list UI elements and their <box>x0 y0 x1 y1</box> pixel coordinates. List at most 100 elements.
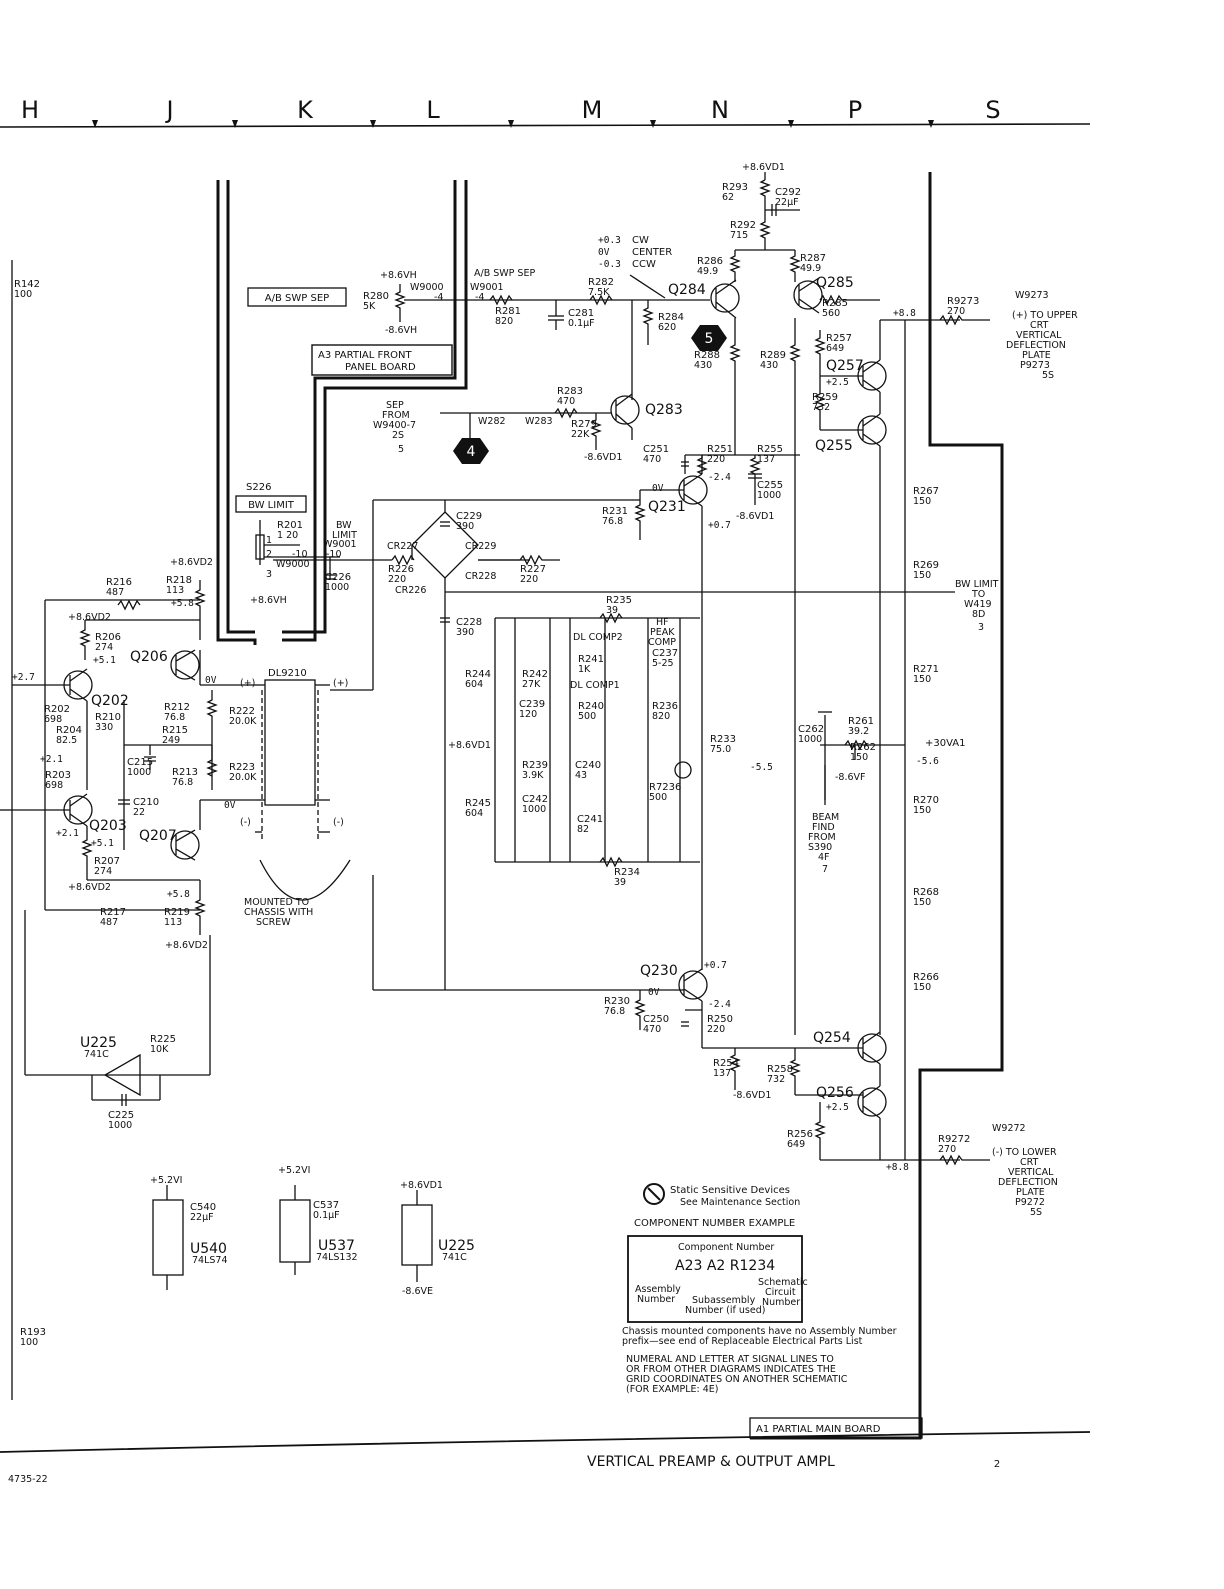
voltage-p51: +5.1 <box>93 655 116 666</box>
ic-u225-type: 741C <box>84 1049 109 1060</box>
component-r267-ref: R267 <box>913 486 939 497</box>
grid-column-s: S <box>985 96 1000 124</box>
component-r281-value: 820 <box>495 316 513 327</box>
pot-label-ccw: CCW <box>632 259 656 270</box>
signal-mounted-2: CHASSIS WITH <box>244 907 313 918</box>
signal-bwlim-1: BW LIMIT <box>955 579 999 590</box>
component-r230-value: 76.8 <box>604 1006 625 1017</box>
component-r239-value: 3.9K <box>522 770 544 781</box>
signal-bwlim-5: 3 <box>978 622 984 633</box>
transistor-q202: Q202 <box>91 693 129 709</box>
legend-schem-2: Circuit <box>765 1287 796 1298</box>
component-r258-value: 732 <box>767 1074 785 1085</box>
component-r240-value: 500 <box>578 711 596 722</box>
component-c229-ref: C229 <box>456 511 482 522</box>
signal-upper-1: (+) TO UPPER <box>1012 310 1078 321</box>
component-r262-value: 150 <box>850 752 868 763</box>
voltage-p21: +2.1 <box>40 754 63 765</box>
signal-lower-6: P9272 <box>1015 1197 1045 1208</box>
wire-w9000: W9000 <box>410 282 444 293</box>
transistor-q256: Q256 <box>816 1085 854 1101</box>
signal-mounted-3: SCREW <box>256 917 291 928</box>
component-r206-ref: R206 <box>95 632 121 643</box>
component-r261-value: 39.2 <box>848 726 869 737</box>
pin-m10b: -10 <box>326 549 342 560</box>
component-r212-value: 76.8 <box>164 712 185 723</box>
component-r280-ref: R280 <box>363 291 389 302</box>
legend-chassis-2: prefix—see end of Replaceable Electrical… <box>622 1336 863 1347</box>
signal-plus-2: (+) <box>333 678 348 689</box>
component-c229-value: 390 <box>456 521 474 532</box>
rail-v86-d1-2: +8.6VD1 <box>448 740 491 751</box>
voltage-p88b: +8.8 <box>886 1162 909 1173</box>
component-r223-ref: R223 <box>229 762 255 773</box>
transistor-q206: Q206 <box>130 649 168 665</box>
component-r287-ref: R287 <box>800 253 826 264</box>
signal-bw-2: LIMIT <box>332 530 357 541</box>
wire-w282: W282 <box>478 416 506 427</box>
voltage-p58a: +5.8 <box>171 598 194 609</box>
component-r244-ref: R244 <box>465 669 491 680</box>
component-r254-ref: R254 <box>713 1058 739 1069</box>
signal-upper-4: DEFLECTION <box>1006 340 1066 351</box>
component-r255-value: 137 <box>757 454 775 465</box>
rail-v86-d2: +8.6VD2 <box>170 557 213 568</box>
component-r225-ref: R225 <box>150 1034 176 1045</box>
component-r215-value: 249 <box>162 735 180 746</box>
component-r204-value: 82.5 <box>56 735 77 746</box>
pot-label-cw: CW <box>632 235 649 246</box>
signal-sep-2: FROM <box>382 410 410 421</box>
signal-lower-3: VERTICAL <box>1008 1167 1054 1178</box>
component-r217-ref: R217 <box>100 907 126 918</box>
component-r244-value: 604 <box>465 679 483 690</box>
signal-sep-4: 2S <box>392 430 404 441</box>
component-r201-value: 1 20 <box>277 530 298 541</box>
component-r289-value: 430 <box>760 360 778 371</box>
legend-example-title: COMPONENT NUMBER EXAMPLE <box>634 1218 795 1229</box>
rail-m86-d1: -8.6VD1 <box>584 452 622 463</box>
component-r193-ref: R193 <box>20 1327 46 1338</box>
signal-minus: (-) <box>240 817 251 828</box>
ic-u225: U225 <box>80 1035 117 1051</box>
component-r9272-value: 270 <box>938 1144 956 1155</box>
component-r7236-value: 500 <box>649 792 667 803</box>
component-c225-value: 1000 <box>108 1120 132 1131</box>
signal-bw-1: BW <box>336 520 352 531</box>
component-r245-ref: R245 <box>465 798 491 809</box>
doc-code: 4735-22 <box>8 1474 48 1485</box>
legend-numeral-4: (FOR EXAMPLE: 4E) <box>626 1384 718 1395</box>
component-r234-value: 39 <box>614 877 626 888</box>
signal-dl-comp1: DL COMP1 <box>570 680 620 691</box>
transistor-q283: Q283 <box>645 402 683 418</box>
diode-cr227: CR227 <box>387 541 418 552</box>
ic-u225b: U225 <box>438 1238 475 1254</box>
bw-limit-box-label: BW LIMIT <box>248 500 295 511</box>
signal-beam-5: 4F <box>818 852 830 863</box>
wire-w283: W283 <box>525 416 553 427</box>
component-c242-value: 1000 <box>522 804 546 815</box>
component-r203-value: 698 <box>45 780 63 791</box>
legend-code: A23 A2 R1234 <box>675 1258 775 1274</box>
a3-board-label-2: PANEL BOARD <box>345 362 416 373</box>
component-r293-ref: R293 <box>722 182 748 193</box>
component-r257-ref: R257 <box>826 333 852 344</box>
component-r235-ref: R235 <box>606 595 632 606</box>
component-r280-value: 5K <box>363 301 376 312</box>
ic-u537-type: 74LS132 <box>316 1252 358 1263</box>
component-r271-value: 150 <box>913 674 931 685</box>
rail-v86-d1: +8.6VD1 <box>742 162 785 173</box>
component-c237-value: 5-25 <box>652 658 674 669</box>
grid-column-m: M <box>582 96 603 124</box>
component-r279-ref: R279 <box>571 419 597 430</box>
component-r284-value: 620 <box>658 322 676 333</box>
component-r219-value: 113 <box>164 917 182 928</box>
voltage-m56: -5.6 <box>916 756 939 767</box>
component-c281-ref: C281 <box>568 308 594 319</box>
component-r242-ref: R242 <box>522 669 548 680</box>
a3-board-label: A3 PARTIAL FRONT <box>318 350 413 361</box>
component-r242-value: 27K <box>522 679 541 690</box>
ab-swp-sep-box-label: A/B SWP SEP <box>265 293 329 304</box>
component-c241-ref: C241 <box>577 814 603 825</box>
rail-v52-i: +5.2VI <box>150 1175 182 1186</box>
component-c239-value: 120 <box>519 709 537 720</box>
